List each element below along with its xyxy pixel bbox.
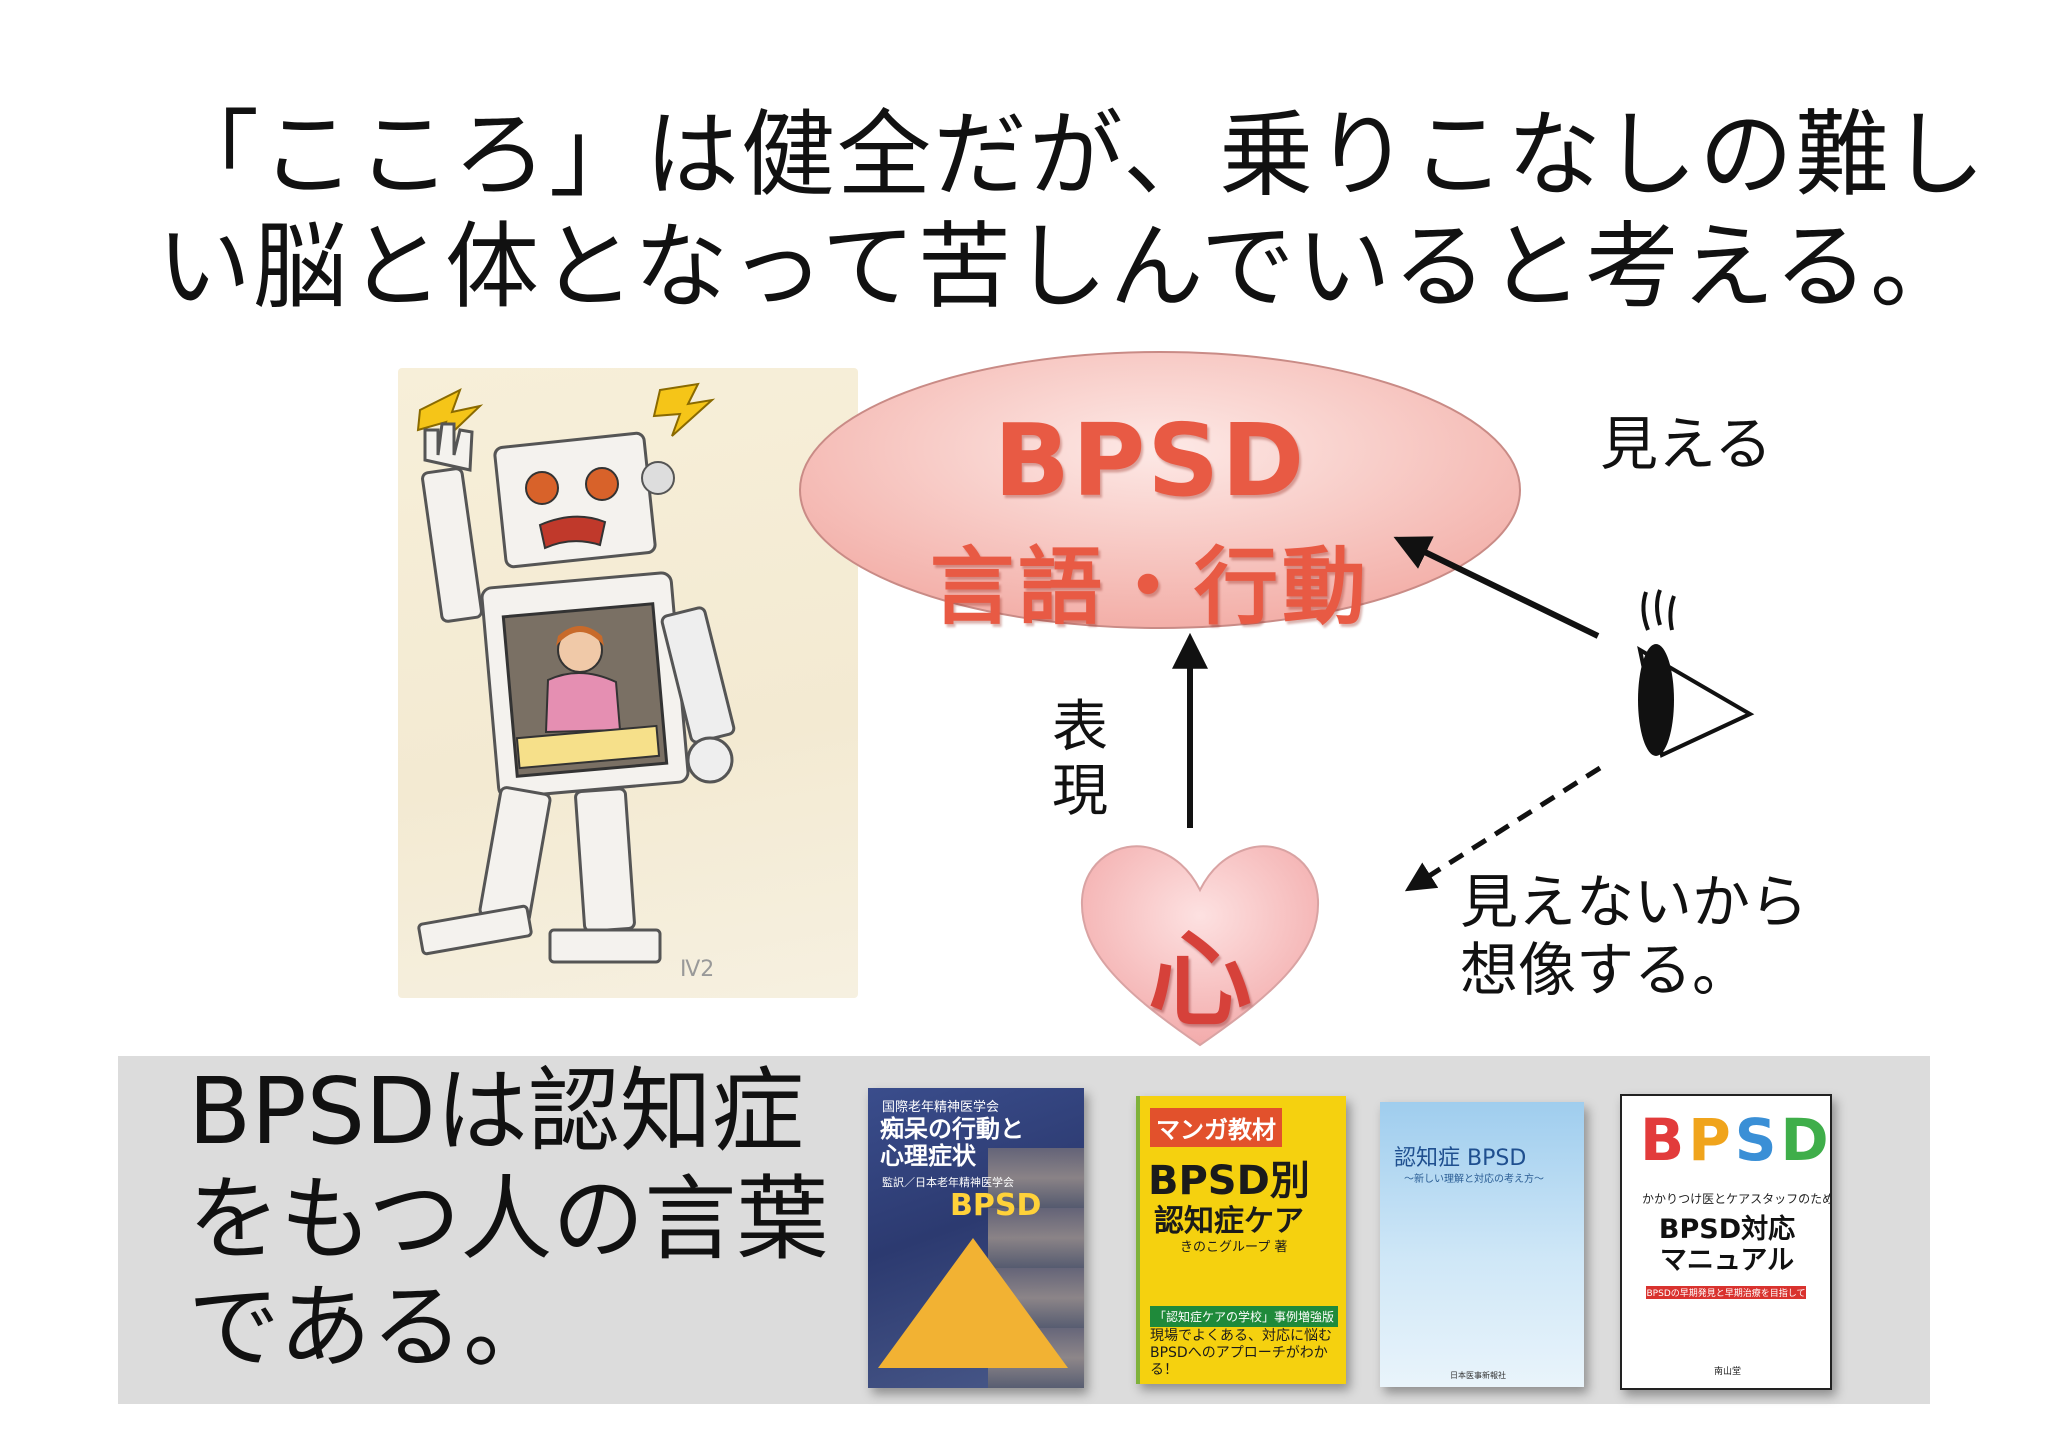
book-1-subtitle: 監訳／日本老年精神医学会 xyxy=(882,1176,1014,1189)
robot-signature: Ⅳ2 xyxy=(680,957,714,982)
robot-head xyxy=(493,431,657,569)
book-3-subtitle: 〜新しい理解と対応の考え方〜 xyxy=(1404,1174,1544,1185)
book-4-title: BPSD対応 マニュアル xyxy=(1642,1214,1812,1276)
book-cover-3: 認知症 BPSD 〜新しい理解と対応の考え方〜 日本医事新報社 xyxy=(1380,1102,1584,1387)
book-1-publisher: 国際老年精神医学会 xyxy=(882,1100,1000,1115)
book-1-triangle xyxy=(878,1238,1068,1368)
eye-icon xyxy=(1637,589,1755,758)
heart-shape xyxy=(1080,845,1320,1047)
title-line-1: 「こころ」は健全だが、乗りこなしの難し xyxy=(165,101,1988,210)
book-4-logo: BPSD xyxy=(1640,1106,1832,1174)
book-1-title-b: 心理症状 xyxy=(880,1142,976,1170)
lightning-bolt-left xyxy=(416,387,484,449)
book-4-title-a: BPSD対応 xyxy=(1658,1214,1796,1245)
person-hair xyxy=(556,626,604,646)
book-4-title-b: マニュアル xyxy=(1659,1245,1795,1276)
robot-arm-left xyxy=(421,467,483,623)
book-4-logo-b: B xyxy=(1640,1106,1689,1174)
book-2-strip: 「認知症ケアの学校」事例増強版 xyxy=(1150,1306,1338,1327)
band-line-3: である。 xyxy=(188,1274,556,1381)
robot-hand xyxy=(423,422,474,472)
book-2-author: きのこグループ 著 xyxy=(1180,1240,1288,1255)
language-behavior-label: 言語・行動 xyxy=(929,538,1370,636)
book-3-publisher: 日本医事新報社 xyxy=(1450,1371,1506,1380)
robot-eye-right xyxy=(585,467,619,501)
band-statement: BPSDは認知症 をもつ人の言葉 である。 xyxy=(188,1058,848,1382)
invisible-label: 見えないから 想像する。 xyxy=(1460,868,1808,1004)
robot-eye-left xyxy=(525,471,559,505)
expression-label: 表現 xyxy=(1052,695,1108,824)
book-2-badge: マンガ教材 xyxy=(1150,1108,1282,1147)
bpsd-label: BPSD xyxy=(993,402,1307,519)
title-line-2: い脳と体となって苦しんでいると考える。 xyxy=(157,213,1966,322)
book-3-title: 認知症 BPSD xyxy=(1394,1146,1527,1171)
band-line-1: BPSDは認知症 xyxy=(188,1058,804,1165)
robot-foot-right xyxy=(548,928,662,964)
book-4-logo-p: P xyxy=(1688,1106,1735,1174)
bpsd-ellipse xyxy=(799,351,1521,629)
robot-claw xyxy=(686,736,734,784)
invisible-label-line-1: 見えないから xyxy=(1460,868,1809,936)
robot-leg-right xyxy=(574,787,636,933)
book-4-strip: BPSDの早期発見と早期治療を目指して xyxy=(1646,1286,1806,1299)
book-cover-1: 国際老年精神医学会 痴呆の行動と 心理症状 監訳／日本老年精神医学会 BPSD xyxy=(868,1088,1084,1388)
book-4-publisher: 南山堂 xyxy=(1714,1367,1742,1377)
book-4-logo-d: D xyxy=(1780,1106,1832,1174)
lightning-bolt-right xyxy=(652,382,716,437)
control-panel xyxy=(515,724,661,770)
book-4-lead: かかりつけ医とケアスタッフのための xyxy=(1642,1192,1832,1206)
heart-label: 心 xyxy=(1147,919,1252,1041)
book-4-logo-s: S xyxy=(1734,1106,1781,1174)
bpsd-diagram xyxy=(799,351,1755,1047)
arrow-mienai-dashed xyxy=(1404,765,1602,892)
book-cover-2: マンガ教材 BPSD別 認知症ケア きのこグループ 著 「認知症ケアの学校」事例… xyxy=(1136,1096,1346,1384)
book-2-title-b: 認知症ケア xyxy=(1154,1204,1304,1239)
book-1-title: 痴呆の行動と 心理症状 xyxy=(880,1116,1024,1170)
arrow-mieru xyxy=(1393,536,1600,639)
book-1-title-a: 痴呆の行動と xyxy=(880,1115,1024,1143)
visible-label: 見える xyxy=(1600,410,1773,478)
robot-ear xyxy=(641,461,675,495)
book-cover-4: BPSD かかりつけ医とケアスタッフのための BPSD対応 マニュアル BPSD… xyxy=(1620,1094,1832,1390)
robot-leg-left xyxy=(478,786,552,924)
book-1-mark: BPSD xyxy=(950,1188,1042,1223)
band-line-2: をもつ人の言葉 xyxy=(188,1166,829,1273)
invisible-label-line-2: 想像する。 xyxy=(1460,936,1751,1004)
robot-mouth xyxy=(538,515,607,550)
slide-title: 「こころ」は健全だが、乗りこなしの難し い脳と体となって苦しんでいると考える。 xyxy=(157,100,1988,324)
book-2-title-a: BPSD別 xyxy=(1148,1158,1310,1204)
person-body xyxy=(544,671,622,734)
book-2-blurb: 現場でよくある、対応に悩むBPSDへのアプローチがわかる！ xyxy=(1150,1328,1332,1378)
robot-illustration: Ⅳ2 xyxy=(416,382,736,982)
robot-foot-left xyxy=(417,904,533,956)
